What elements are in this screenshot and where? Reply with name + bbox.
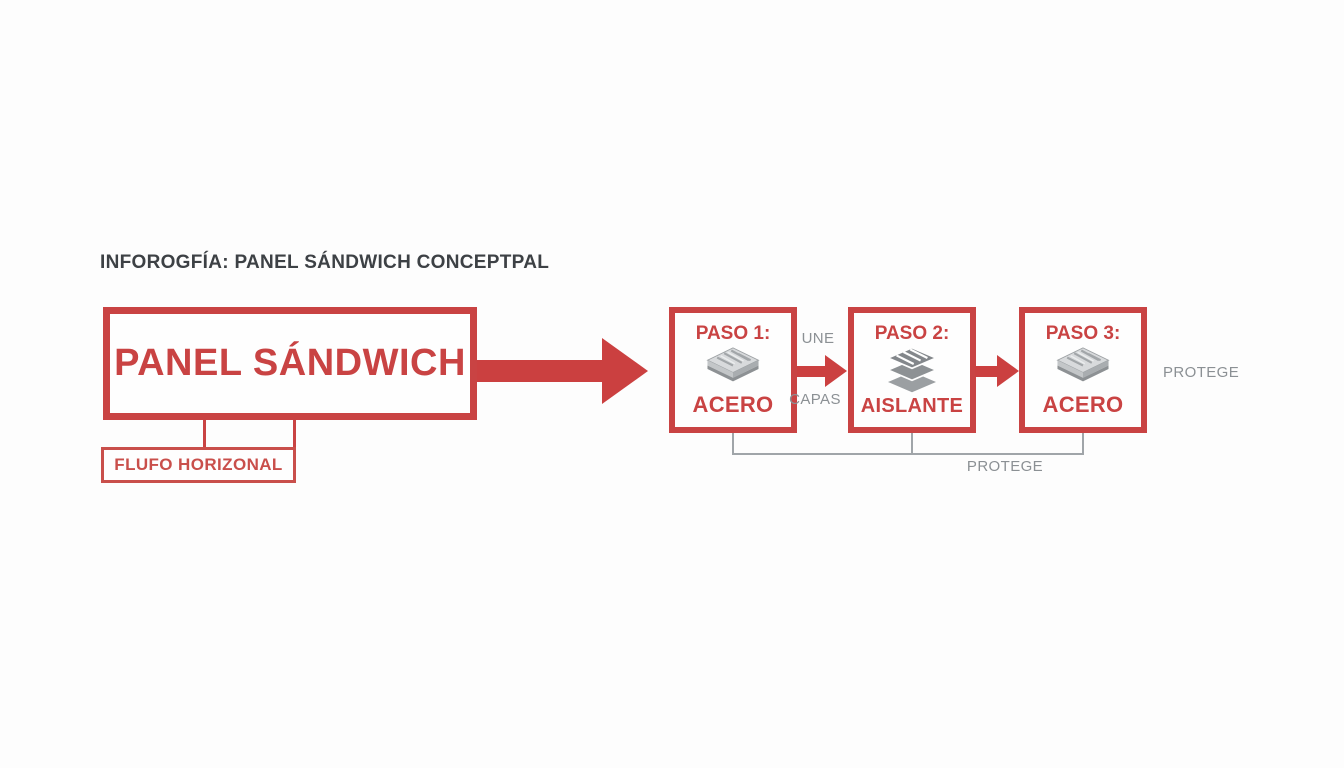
step-3-label: ACERO: [1042, 392, 1124, 417]
step-box-1: PASO 1: ACERO: [669, 307, 797, 433]
flow-arrow-icon: [477, 360, 603, 382]
main-panel-label: PANEL SÁNDWICH: [114, 342, 466, 384]
bottom-connector-line: [732, 453, 1084, 455]
main-panel-box: PANEL SÁNDWICH: [103, 307, 477, 420]
step-arrow-icon: [797, 366, 826, 377]
relation-label-protege-right: PROTEGE: [1163, 364, 1240, 381]
connector-line-right: [293, 419, 296, 448]
flow-direction-label: FLUFO HORIZONAL: [114, 455, 283, 474]
step-1-title: PASO 1:: [695, 323, 771, 344]
connector-line-left: [203, 419, 206, 448]
bottom-connector-line: [732, 433, 734, 454]
step-3-title: PASO 3:: [1045, 323, 1121, 344]
bottom-connector-line: [911, 433, 913, 454]
step-arrow-head-icon: [825, 355, 847, 387]
flow-direction-box: FLUFO HORIZONAL: [101, 447, 296, 483]
step-1-label: ACERO: [692, 392, 774, 417]
relation-label-capas: CAPAS: [789, 391, 841, 408]
step-2-label: AISLANTE: [860, 395, 964, 417]
insulation-layers-icon: [884, 346, 940, 394]
relation-label-protege-bottom: PROTEGE: [966, 458, 1044, 475]
flow-arrow-head-icon: [602, 338, 648, 404]
relation-label-une: UNE: [801, 330, 835, 347]
steel-panel-icon: [704, 346, 762, 391]
bottom-connector-line: [1082, 433, 1084, 454]
page-title: INFOROGFÍA: PANEL SÁNDWICH CONCEPTPAL: [100, 252, 550, 273]
step-arrow-head-icon: [997, 355, 1019, 387]
step-2-title: PASO 2:: [874, 323, 950, 344]
steel-panel-icon: [1054, 346, 1112, 391]
step-arrow-icon: [975, 366, 998, 377]
step-box-2: PASO 2: AISLANTE: [848, 307, 976, 433]
step-box-3: PASO 3: ACERO: [1019, 307, 1147, 433]
